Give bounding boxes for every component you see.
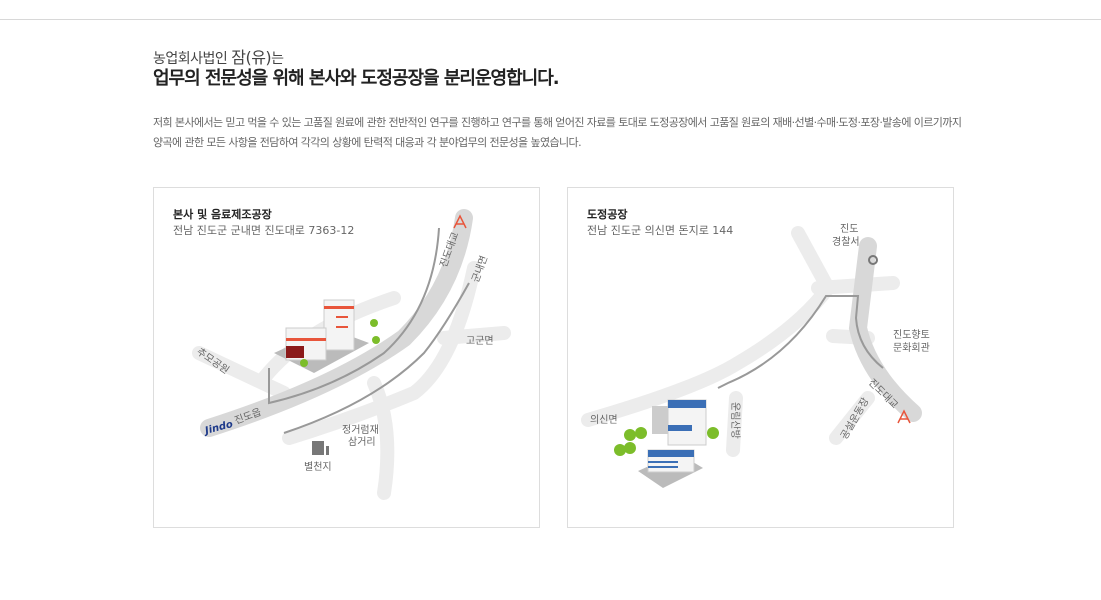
label-junction-1: 정거럼재 [342,423,379,436]
headquarters-map: 진도대교 군내면 고군면 추모공원 Jindo 진도읍 정거럼재 삼거리 별천지 [192,209,511,500]
location-card-headquarters: 진도대교 군내면 고군면 추모공원 Jindo 진도읍 정거럼재 삼거리 별천지… [153,187,540,528]
brand-name: 잠(유) [231,48,272,67]
subtitle-suffix: 는 [271,51,284,67]
road-stadium [829,391,875,445]
road-unrim [726,391,743,457]
location-card-mill: 진도 경찰서 진도향토 문화회관 진도대교 공설운동장 의신면 운림산방 도정공… [567,187,954,528]
page-title: 업무의 전문성을 위해 본사와 도정공장을 분리운영합니다. [153,68,560,89]
location-address: 전남 진도군 의신면 돈지로 144 [587,224,734,237]
road-junction [367,376,395,500]
building-village-icon [312,441,329,455]
label-unrim: 운림산방 [729,402,741,439]
page-subtitle: 농업회사법인 잠(유)는 [153,44,284,68]
police-icon [868,255,878,265]
label-police-2: 경찰서 [832,235,860,248]
subtitle-prefix: 농업회사법인 [153,51,228,67]
label-gogun: 고군면 [466,335,494,347]
road-uisin [581,281,835,427]
road-gunnae [282,261,481,445]
top-divider [0,19,1101,20]
label-police-1: 진도 [840,223,858,235]
building-hq [274,299,380,373]
bridge-icon [453,214,467,229]
road-police [791,226,835,295]
label-uisin: 의신면 [590,414,618,426]
bridge-icon [897,409,911,424]
mill-map: 진도 경찰서 진도향토 문화회관 진도대교 공설운동장 의신면 운림산방 [581,223,930,488]
label-junction-2: 삼거리 [348,436,376,448]
label-culture-2: 문화회관 [893,342,930,354]
label-village: 별천지 [304,461,332,473]
location-address: 전남 진도군 군내면 진도대로 7363-12 [173,224,355,237]
label-culture-1: 진도향토 [893,329,930,341]
road-main [200,209,473,437]
location-name: 본사 및 음료제조공장 [173,208,272,221]
page-description: 저희 본사에서는 믿고 먹을 수 있는 고품질 원료에 관한 전반적인 연구를 … [153,116,962,149]
building-mill [614,399,719,488]
location-name: 도정공장 [587,208,628,221]
